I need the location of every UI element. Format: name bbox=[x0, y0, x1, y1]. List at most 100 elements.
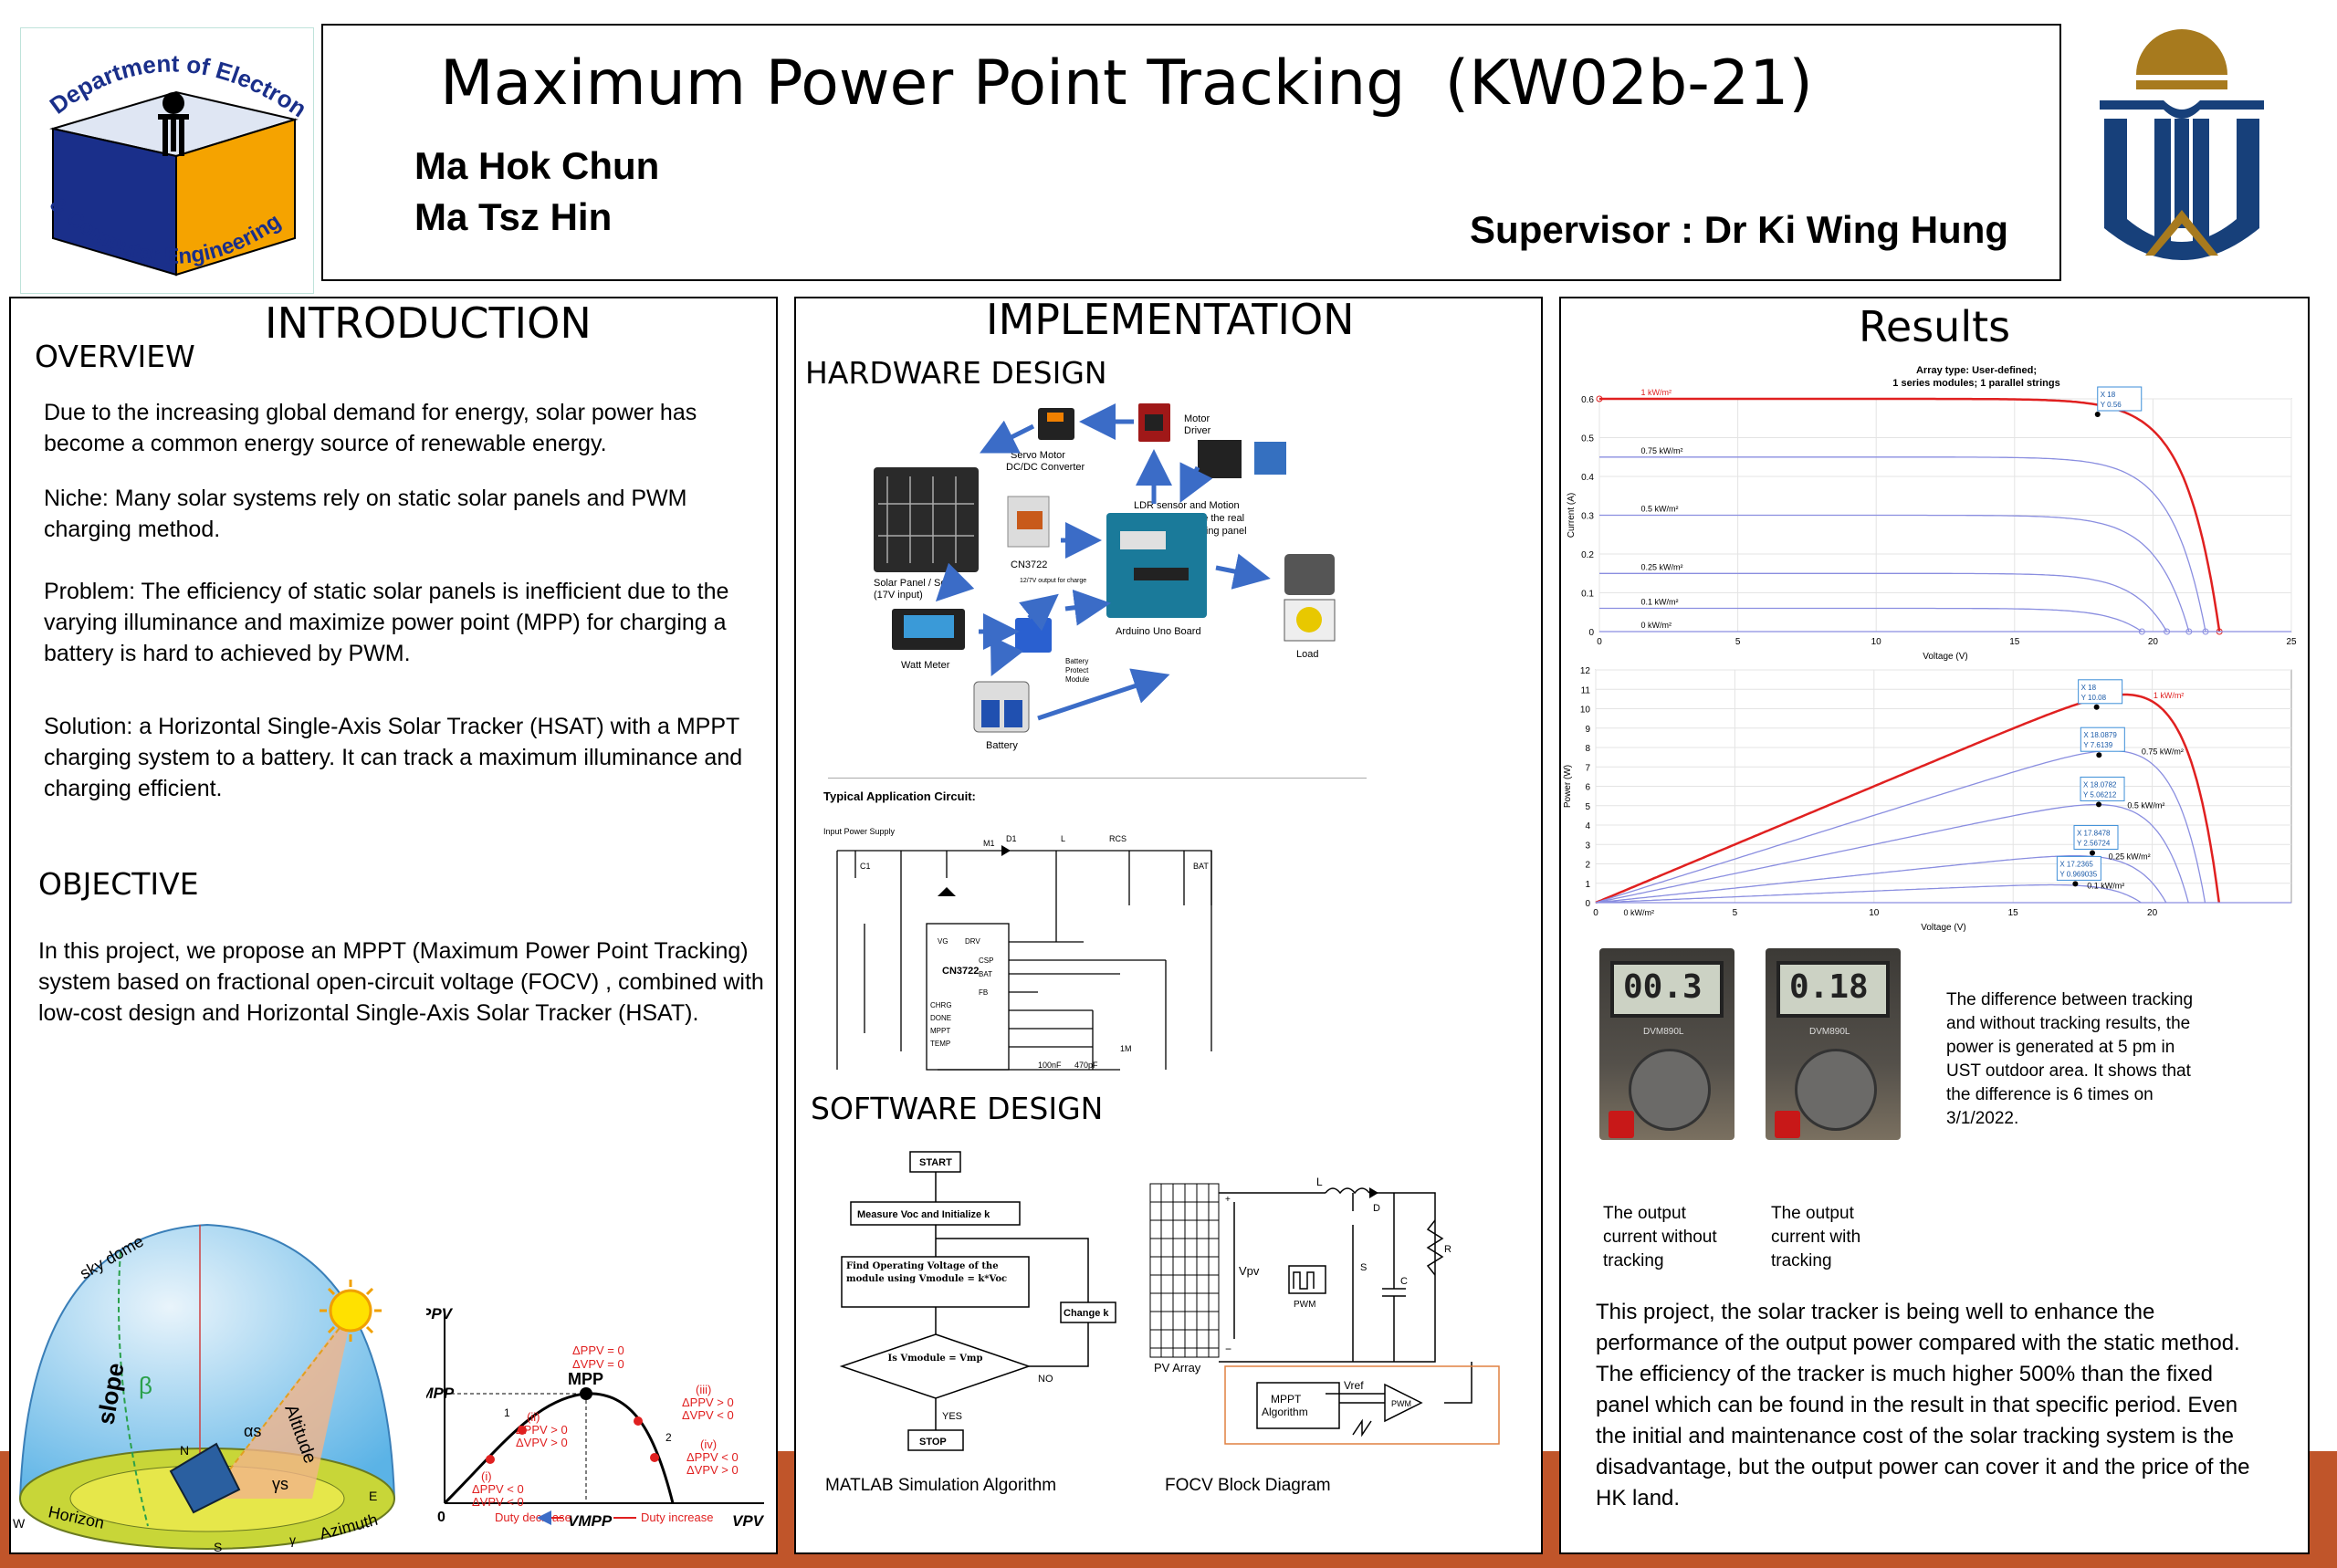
dept-logo: Department of Electronic & Computer Engi… bbox=[15, 6, 314, 294]
iv-xtick-label: 25 bbox=[2286, 637, 2297, 647]
dome-label-e: E bbox=[369, 1489, 377, 1503]
iv-xtick-label: 0 bbox=[1597, 637, 1602, 647]
pv-iii-3: ΔVPV < 0 bbox=[682, 1408, 734, 1422]
dome-label-w: W bbox=[13, 1516, 26, 1531]
meter-brand-left: DVM890L bbox=[1643, 1027, 1684, 1037]
circuit-pin-temp: TEMP bbox=[930, 1040, 950, 1048]
pv-ytick-label: 8 bbox=[1585, 744, 1590, 754]
focv-plus: + bbox=[1225, 1195, 1231, 1205]
pv-iv-1: (iv) bbox=[700, 1437, 717, 1451]
pv-series-label: 0.75 kW/m² bbox=[2142, 747, 2184, 757]
focv-diagram: + − Vpv L D S C R PWM MPPT Algorithm Vre… bbox=[1143, 1175, 1531, 1467]
pv-xtick-label: 15 bbox=[2008, 908, 2019, 918]
implementation-panel: IMPLEMENTATION HARDWARE DESIGN Solar Pan… bbox=[794, 295, 1543, 1554]
caption-with-tracking: The output current with tracking bbox=[1771, 1204, 1861, 1270]
iv-ytick-label: 0.3 bbox=[1581, 512, 1594, 522]
pv-series-label: 1 kW/m² bbox=[2154, 691, 2185, 700]
pv-datatip-y: Y 0.969035 bbox=[2059, 870, 2097, 878]
pv-datatip-point bbox=[2093, 704, 2100, 710]
pv-xtick-label: 5 bbox=[1733, 908, 1738, 918]
circuit-chip: CN3722 bbox=[942, 966, 979, 977]
meter-photo-with-tracking: 0.18 DVM890L bbox=[1766, 948, 1901, 1140]
caption-without-tracking: The output current without tracking bbox=[1603, 1204, 1717, 1270]
iv-series-line bbox=[1599, 607, 2143, 632]
pv-ytick-label: 7 bbox=[1585, 763, 1590, 773]
circuit-part-rcs: RCS bbox=[1109, 834, 1127, 843]
hardware-heading: HARDWARE DESIGN bbox=[805, 355, 1107, 391]
iv-xtick-label: 5 bbox=[1735, 637, 1741, 647]
introduction-title: INTRODUCTION bbox=[265, 298, 592, 348]
dome-label-gamma: γs bbox=[272, 1475, 288, 1493]
pv-ytick-label: 12 bbox=[1580, 666, 1591, 676]
iv-series-line bbox=[1599, 456, 2206, 632]
pv-ii-1: (ii) bbox=[527, 1410, 540, 1424]
overview-heading: OVERVIEW bbox=[35, 339, 195, 374]
pv-zero: 0 bbox=[437, 1510, 445, 1525]
pv-datatip-x: X 18.0782 bbox=[2083, 780, 2117, 789]
pv-duty-increase: Duty increase bbox=[641, 1511, 713, 1524]
pv-label-ppv: PPV bbox=[426, 1305, 454, 1322]
circuit-title: Typical Application Circuit: bbox=[823, 789, 976, 803]
pv-series-label: 0.25 kW/m² bbox=[2109, 852, 2151, 862]
pv-xtick-label: 20 bbox=[2147, 908, 2158, 918]
pv-datatip-y: Y 7.6139 bbox=[2083, 741, 2112, 749]
pv-num-1: 1 bbox=[504, 1406, 510, 1419]
iv-series-label: 0.1 kW/m² bbox=[1640, 598, 1678, 607]
iv-datatip-box bbox=[2097, 386, 2143, 412]
iv-series-label: 0 kW/m² bbox=[1640, 621, 1672, 630]
circuit-val-3: 1M bbox=[1120, 1044, 1132, 1053]
pv-datatip-x: X 18.0879 bbox=[2083, 731, 2117, 739]
pv-ytick-label: 1 bbox=[1585, 880, 1590, 890]
pv-datatip-box bbox=[2080, 727, 2125, 752]
pv-ytick-label: 4 bbox=[1585, 821, 1590, 831]
circuit-pin-chrg: CHRG bbox=[930, 1001, 952, 1009]
pv-datatip-y: Y 2.56724 bbox=[2077, 839, 2111, 847]
pv-label-vmpp: VMPP bbox=[568, 1512, 613, 1530]
pv-series-label: 0 kW/m² bbox=[1623, 908, 1654, 917]
circuit-diagram: Typical Application Circuit: Input Power… bbox=[819, 777, 1385, 1092]
iv-ytick-label: 0.6 bbox=[1581, 395, 1594, 405]
iv-datatip-x: X 18 bbox=[2101, 391, 2116, 399]
dome-label-beta: β bbox=[139, 1372, 152, 1399]
pv-series-line bbox=[1595, 855, 2167, 904]
pv-xtick-label: 0 bbox=[1593, 908, 1598, 918]
dome-label-gamma2: γ bbox=[289, 1532, 296, 1547]
pv-ii-2: ΔPPV > 0 bbox=[516, 1423, 568, 1437]
focv-mppt-1: MPPT bbox=[1271, 1393, 1302, 1406]
hw-load-label: Load bbox=[1296, 649, 1318, 660]
hw-cn3722-label: CN3722 bbox=[1011, 559, 1047, 570]
circuit-part-c1: C1 bbox=[860, 862, 871, 871]
pv-series-line bbox=[1595, 803, 2189, 904]
pv-i-3: ΔVPV < 0 bbox=[472, 1495, 524, 1509]
objective-heading: OBJECTIVE bbox=[38, 866, 199, 902]
pv-duty-decrease: Duty decrease bbox=[495, 1511, 571, 1524]
iv-series-line bbox=[1599, 514, 2190, 632]
objective-paragraph: In this project, we propose an MPPT (Max… bbox=[38, 938, 764, 1026]
pv-datatip-y: Y 5.06212 bbox=[2083, 790, 2117, 799]
iv-ylabel: Current (A) bbox=[1567, 493, 1577, 538]
matlab-flowchart: START Measure Voc and Initialize k Find … bbox=[819, 1147, 1143, 1476]
flow-stop: STOP bbox=[919, 1437, 947, 1448]
focv-d: D bbox=[1373, 1203, 1380, 1214]
iv-xtick-label: 20 bbox=[2148, 637, 2159, 647]
circuit-val-1: 100nF bbox=[1038, 1061, 1062, 1070]
focv-pwm2: PWM bbox=[1391, 1399, 1411, 1408]
iv-isc-marker bbox=[1596, 395, 1603, 402]
intro-paragraph-problem: Problem: The efficiency of static solar … bbox=[44, 579, 729, 666]
iv-xtick-label: 10 bbox=[1871, 637, 1882, 647]
iv-series-label: 0.5 kW/m² bbox=[1640, 505, 1678, 514]
iv-series-line bbox=[1599, 572, 2168, 632]
focv-s: S bbox=[1360, 1262, 1367, 1273]
introduction-panel: INTRODUCTION OVERVIEW Due to the increas… bbox=[9, 297, 778, 1554]
iv-ytick-label: 0.1 bbox=[1581, 590, 1594, 600]
pv-num-2: 2 bbox=[665, 1431, 672, 1444]
circuit-pin-csp: CSP bbox=[979, 956, 993, 965]
circuit-input: Input Power Supply bbox=[823, 827, 896, 836]
iv-ytick-label: 0.4 bbox=[1581, 473, 1594, 483]
iv-xlabel: Voltage (V) bbox=[1923, 652, 1967, 662]
circuit-part-l: L bbox=[1061, 834, 1065, 843]
pv-xlabel: Voltage (V) bbox=[1921, 923, 1965, 933]
pv-datatip-x: X 17.8478 bbox=[2077, 829, 2111, 837]
focv-r: R bbox=[1444, 1244, 1451, 1255]
